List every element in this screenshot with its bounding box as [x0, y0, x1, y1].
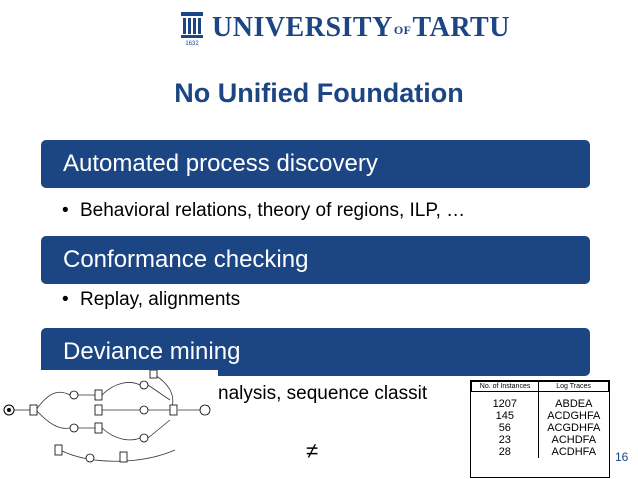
- slide-title: No Unified Foundation: [174, 78, 464, 108]
- instance-count: 23: [471, 434, 540, 446]
- logo-wordmark: UNIVERSITYOFTARTU: [212, 14, 510, 42]
- instance-count: 1207: [471, 391, 540, 410]
- log-trace: ACGDHFA: [547, 422, 601, 434]
- section-heading-conformance: Conformance checking: [41, 236, 590, 284]
- event-log-table: No. of Instances Log Traces 1207 ABDEA 1…: [470, 380, 610, 478]
- log-trace: ACDGHFA: [547, 410, 601, 422]
- log-trace: ACDHFA: [551, 446, 597, 458]
- page-number: 16: [615, 450, 629, 464]
- table-row: 145 ACDGHFA: [471, 410, 609, 422]
- instance-count: 145: [471, 410, 540, 422]
- petri-net-diagram: [0, 370, 218, 479]
- log-table-header-row: No. of Instances Log Traces: [471, 381, 609, 392]
- university-seal-icon: 1632: [181, 12, 203, 46]
- seal-year: 1632: [185, 41, 199, 46]
- table-row: 56 ACGDHFA: [471, 422, 609, 434]
- log-table-header-instances: No. of Instances: [471, 381, 540, 392]
- log-table-header-traces: Log Traces: [538, 381, 609, 392]
- section-heading-deviance: Deviance mining: [41, 328, 590, 376]
- log-table-grid: No. of Instances Log Traces 1207 ABDEA 1…: [471, 381, 609, 458]
- log-trace: ACHDFA: [551, 434, 597, 446]
- not-equal-symbol: ≠: [306, 438, 319, 463]
- bullet-conformance: • Replay, alignments: [62, 289, 240, 311]
- log-trace: ABDEA: [555, 398, 593, 410]
- logo-word-tartu: TARTU: [412, 12, 510, 43]
- university-logo: 1632 UNIVERSITYOFTARTU: [180, 10, 510, 46]
- instance-count: 28: [471, 446, 540, 458]
- bullet-deviance: nalysis, sequence classit: [218, 383, 428, 404]
- table-row: 1207 ABDEA: [471, 391, 609, 410]
- bullet-dot: •: [62, 289, 69, 310]
- logo-word-university: UNIVERSITY: [212, 12, 393, 43]
- table-row: 23 ACHDFA: [471, 434, 609, 446]
- bullet-discovery: • Behavioral relations, theory of regions…: [62, 200, 465, 222]
- section-heading-discovery: Automated process discovery: [41, 140, 590, 188]
- logo-word-of: OF: [393, 23, 412, 37]
- bullet-dot: •: [62, 200, 69, 221]
- bullet-text: Behavioral relations, theory of regions,…: [80, 200, 466, 221]
- table-row: 28 ACDHFA: [471, 446, 609, 458]
- instance-count: 56: [471, 422, 540, 434]
- bullet-text: Replay, alignments: [80, 289, 241, 310]
